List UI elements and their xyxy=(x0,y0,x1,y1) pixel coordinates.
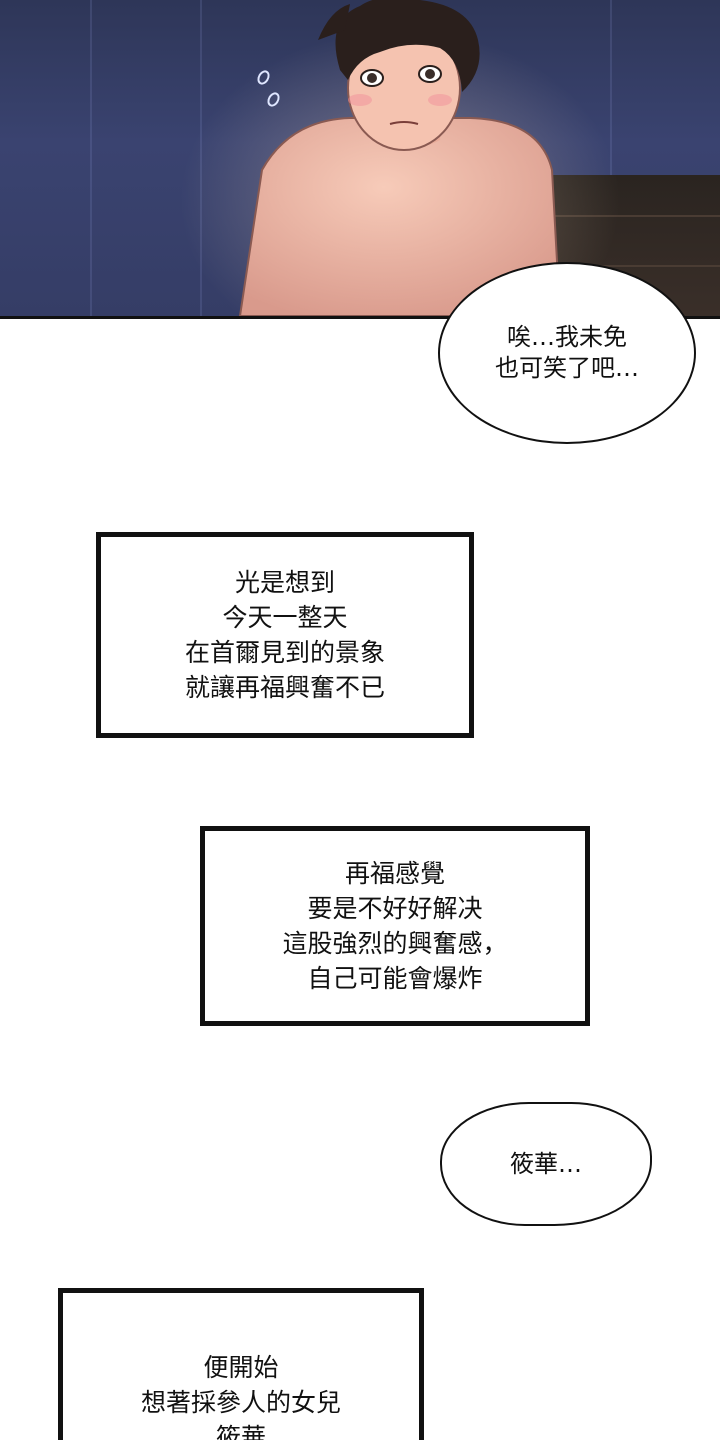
narration-line: 就讓再福興奮不已 xyxy=(184,673,385,702)
narration-box: 再福感覺 要是不好好解决 這股強烈的興奮感， 自己可能會爆炸 xyxy=(200,826,590,1026)
narration-line: 今天一整天 xyxy=(222,603,348,632)
torso xyxy=(238,117,562,316)
character-illustration xyxy=(180,0,620,316)
speech-bubble: 唉…我未免 也可笑了吧… xyxy=(438,262,696,444)
speech-line: 筱華… xyxy=(510,1149,582,1178)
narration-line: 要是不好好解决 xyxy=(307,894,483,923)
speech-line: 唉…我未免 xyxy=(507,323,627,351)
pupil-left xyxy=(367,73,377,83)
pupil-right xyxy=(425,69,435,79)
speech-line: 也可笑了吧… xyxy=(495,354,639,382)
narration-line: 光是想到 xyxy=(234,568,335,597)
mouth xyxy=(389,121,419,125)
narration-line: 再福感覺 xyxy=(344,859,445,888)
narration-line: 在首爾見到的景象 xyxy=(184,638,385,667)
blush-right xyxy=(428,94,452,106)
narration-line: 便開始 xyxy=(203,1353,279,1382)
narration-line: 筱華 xyxy=(215,1423,266,1440)
thought-bubble: 筱華… xyxy=(440,1102,652,1226)
narration-line: 自己可能會爆炸 xyxy=(307,964,483,993)
narration-box: 便開始 想著採參人的女兒 筱華 xyxy=(58,1288,424,1440)
narration-line: 這股強烈的興奮感， xyxy=(282,929,508,958)
narration-line: 想著採參人的女兒 xyxy=(140,1388,341,1417)
hair xyxy=(335,0,480,92)
hair-tuft xyxy=(318,4,350,40)
blush-left xyxy=(348,94,372,106)
narration-box: 光是想到 今天一整天 在首爾見到的景象 就讓再福興奮不已 xyxy=(96,532,474,738)
wall-line xyxy=(90,0,92,316)
